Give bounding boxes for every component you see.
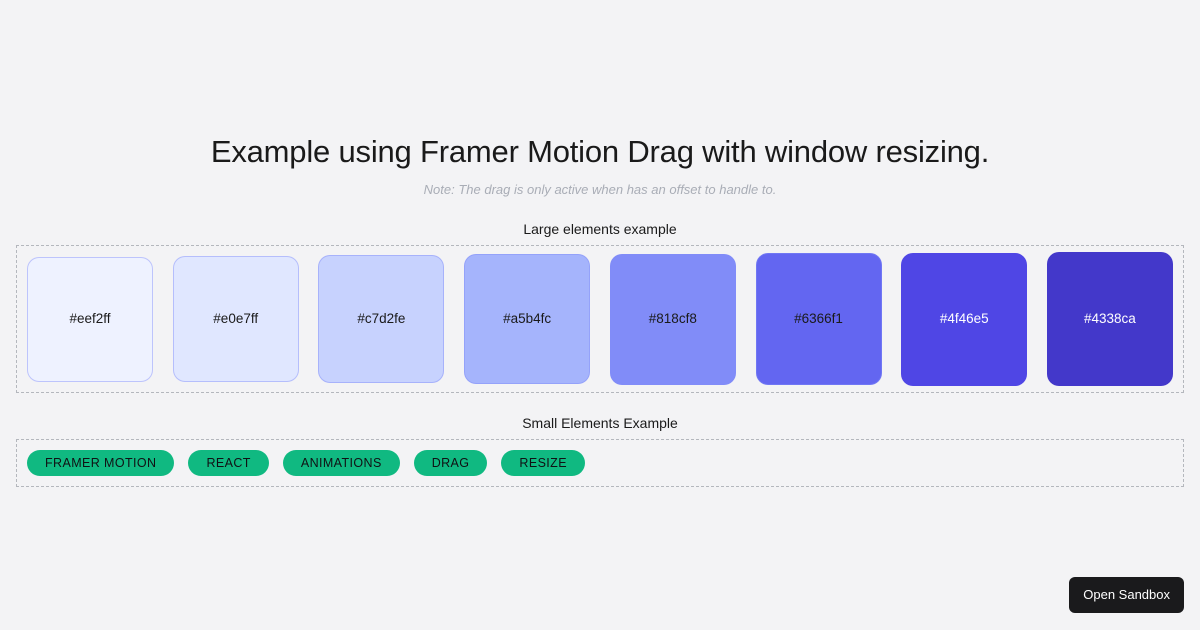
small-elements-container: FRAMER MOTION REACT ANIMATIONS DRAG RESIZE: [16, 439, 1184, 487]
tag-pill[interactable]: DRAG: [413, 450, 488, 476]
color-swatch[interactable]: #818cf8: [609, 253, 736, 385]
color-swatch-label: #4338ca: [1084, 311, 1136, 326]
color-swatch-label: #c7d2fe: [357, 311, 406, 326]
tag-pill[interactable]: REACT: [188, 450, 269, 476]
color-swatch-label: #818cf8: [648, 311, 697, 326]
page-note: Note: The drag is only active when has a…: [423, 182, 777, 197]
large-elements-container: #eef2ff #e0e7ff #c7d2fe #a5b4fc #818cf8 #6366…: [16, 245, 1184, 393]
color-swatch-label: #a5b4fc: [503, 311, 552, 326]
tag-pill[interactable]: RESIZE: [501, 450, 585, 476]
page-title: Example using Framer Motion Drag with wi…: [210, 134, 990, 169]
small-elements-row: FRAMER MOTION REACT ANIMATIONS DRAG RESIZE: [17, 440, 1183, 486]
color-swatch[interactable]: #6366f1: [755, 253, 882, 385]
tag-pill[interactable]: ANIMATIONS: [282, 450, 400, 476]
large-elements-row: #eef2ff #e0e7ff #c7d2fe #a5b4fc #818cf8 #6366…: [17, 246, 1183, 392]
small-section-label: Small Elements Example: [522, 415, 678, 431]
color-swatch[interactable]: #c7d2fe: [318, 255, 445, 383]
color-swatch[interactable]: #4338ca: [1046, 252, 1173, 386]
color-swatch[interactable]: #e0e7ff: [172, 256, 299, 382]
color-swatch-label: #6366f1: [794, 311, 843, 326]
color-swatch[interactable]: #4f46e5: [901, 252, 1028, 386]
page-header: Example using Framer Motion Drag with wi…: [0, 0, 1200, 198]
color-swatch-label: #4f46e5: [939, 311, 989, 326]
large-section-label: Large elements example: [523, 221, 677, 237]
color-swatch-label: #eef2ff: [69, 311, 111, 326]
color-swatch[interactable]: #eef2ff: [27, 256, 153, 382]
open-sandbox-button[interactable]: Open Sandbox: [1069, 577, 1184, 613]
tag-pill[interactable]: FRAMER MOTION: [27, 450, 175, 476]
color-swatch-label: #e0e7ff: [213, 311, 259, 326]
color-swatch[interactable]: #a5b4fc: [464, 254, 591, 384]
